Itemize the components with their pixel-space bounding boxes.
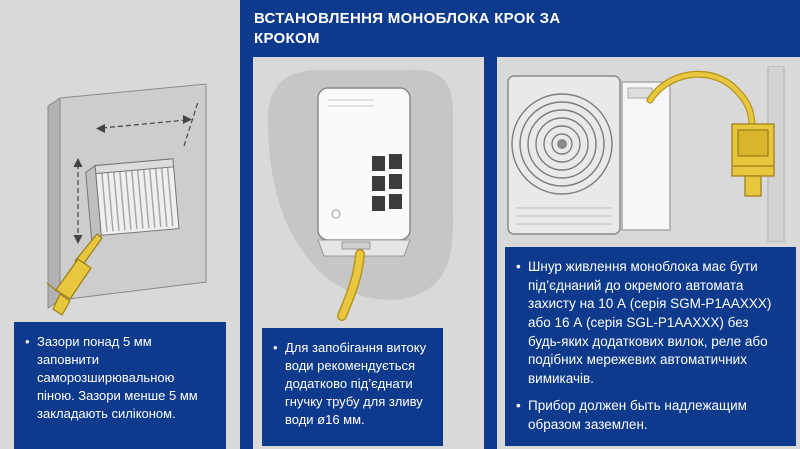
column-divider-1 bbox=[240, 57, 253, 449]
wall-sealing-illustration bbox=[18, 68, 223, 318]
page-title-bar: ВСТАНОВЛЕННЯ МОНОБЛОКА КРОК ЗА КРОКОМ bbox=[240, 0, 800, 57]
breaker-box-icon bbox=[731, 123, 775, 197]
measurement-arrows bbox=[73, 101, 199, 244]
step-3-note-box: Шнур живлення моноблока має бути під’єдн… bbox=[505, 247, 796, 446]
drain-tube-drawing bbox=[267, 69, 454, 321]
caulking-gun-icon bbox=[46, 233, 103, 316]
step-3-bullet-list: Шнур живлення моноблока має бути під’єдн… bbox=[515, 258, 784, 435]
page-title: ВСТАНОВЛЕННЯ МОНОБЛОКА КРОК ЗА КРОКОМ bbox=[254, 10, 561, 47]
wall-sealing-drawing bbox=[46, 83, 207, 316]
step-1-bullet-1: Зазори понад 5 мм заповнити саморозширюв… bbox=[24, 333, 214, 423]
step-2-bullet-list: Для запобігання витоку води рекомендуєть… bbox=[272, 339, 431, 429]
power-connection-drawing bbox=[507, 66, 785, 242]
step-1-bullet-list: Зазори понад 5 мм заповнити саморозширюв… bbox=[24, 333, 214, 423]
fan-unit bbox=[507, 75, 671, 235]
step-1-note-box: Зазори понад 5 мм заповнити саморозширюв… bbox=[14, 322, 226, 449]
step-2-note-box: Для запобігання витоку води рекомендуєть… bbox=[262, 328, 443, 446]
power-cord-icon bbox=[646, 70, 756, 130]
vent-unit bbox=[85, 158, 180, 244]
step-2-bullet-1: Для запобігання витоку води рекомендуєть… bbox=[272, 339, 431, 429]
column-divider-2 bbox=[484, 57, 497, 449]
drain-tube-illustration bbox=[256, 64, 466, 322]
drain-tube-icon bbox=[337, 249, 365, 321]
step-3-bullet-1: Шнур живлення моноблока має бути під’єдн… bbox=[515, 258, 784, 388]
step-3-bullet-2: Прибор должен быть надлежащим образом за… bbox=[515, 397, 784, 434]
monoblock-unit bbox=[317, 87, 411, 257]
power-connection-illustration bbox=[500, 66, 796, 242]
